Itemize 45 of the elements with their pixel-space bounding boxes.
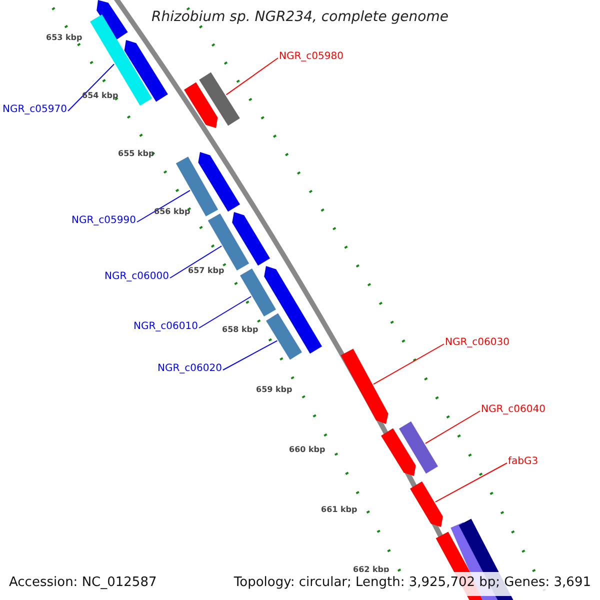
leader-line: [373, 344, 444, 385]
tick-label: 657 kbp: [188, 267, 224, 275]
tick-label: 660 kbp: [289, 446, 326, 454]
tick-label: 662 kbp: [353, 566, 390, 574]
gene-feature-bar: [184, 82, 218, 128]
leader-line: [136, 190, 190, 222]
gene-feature-bar: [124, 40, 168, 102]
leader-line: [434, 462, 508, 502]
leader-line: [170, 246, 222, 278]
gene-label: NGR_c06030: [445, 338, 510, 348]
genome-stats-text: Topology: circular; Length: 3,925,702 bp; Genes: 3,691: [234, 576, 591, 589]
leader-line: [226, 58, 278, 96]
leader-line: [198, 296, 252, 328]
title: Rhizobium sp. NGR234, complete genome: [150, 10, 450, 24]
tick-label: 656 kbp: [154, 208, 190, 216]
gene-feature-bar: [176, 156, 218, 216]
tick-label: 661 kbp: [321, 506, 358, 514]
gene-label: NGR_c05980: [279, 52, 344, 62]
tick-label: 659 kbp: [256, 386, 292, 394]
gene-label: fabG3: [508, 457, 538, 467]
gene-label: NGR_c05990: [72, 216, 136, 226]
gene-feature-bar: [266, 313, 302, 360]
gene-feature-bar: [410, 481, 443, 527]
leader-line: [222, 340, 278, 370]
gene-label: NGR_c05970: [2, 105, 67, 115]
gene-feature-bar: [198, 152, 240, 212]
accession-text: Accession: NC_012587: [9, 576, 157, 589]
gene-feature-bar: [240, 268, 276, 316]
gene-feature-bar: [399, 421, 438, 474]
leader-line: [68, 64, 115, 112]
gene-feature-bar: [340, 348, 388, 424]
gene-feature-bar: [199, 72, 240, 126]
tick-label: 654 kbp: [82, 92, 118, 100]
tick-label: 653 kbp: [46, 34, 82, 42]
gene-label: NGR_c06020: [158, 364, 222, 374]
leader-line: [424, 410, 480, 444]
gene-label: NGR_c06000: [104, 272, 169, 282]
tick-label: 655 kbp: [118, 150, 154, 158]
gene-label: NGR_c06040: [481, 405, 546, 415]
gene-feature-bar: [232, 212, 270, 266]
gene-feature-bar: [264, 266, 322, 354]
gene-feature-bar: [96, 0, 128, 40]
gene-feature-bar: [381, 428, 416, 476]
tick-label: 658 kbp: [222, 326, 258, 334]
gene-label: NGR_c06010: [134, 322, 198, 332]
